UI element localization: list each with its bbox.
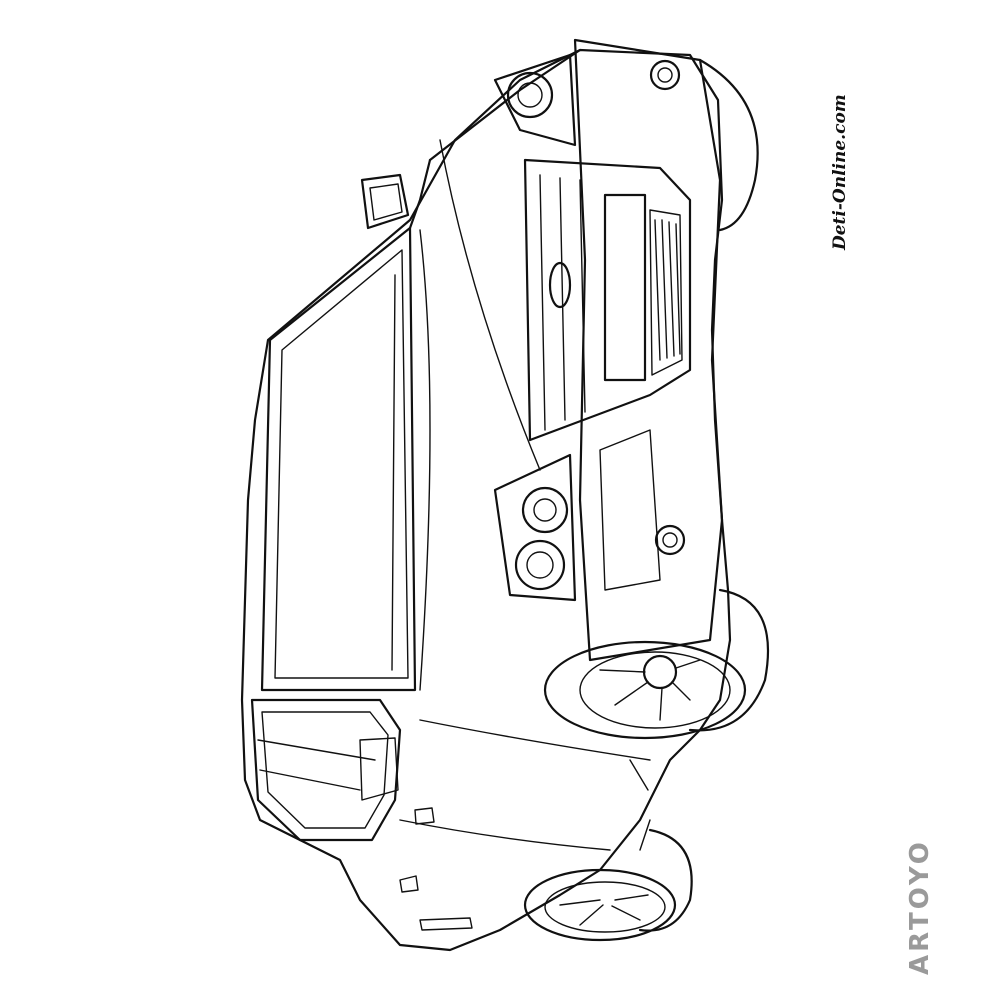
wheel-front-upper: [698, 58, 759, 232]
car-body: [240, 48, 732, 952]
side-mirror: [360, 173, 410, 230]
wheel-front-lower: [543, 588, 770, 740]
headlight-lower: [493, 453, 686, 602]
body-details: [359, 719, 651, 931]
front-bumper: [573, 38, 724, 662]
brand-watermark: ARTOYO: [905, 839, 935, 975]
wheel-rear: [523, 828, 693, 942]
front-grille: [523, 158, 692, 442]
site-watermark: Deti-Online.com: [830, 94, 850, 250]
brand-watermark-text: ARTOYO: [905, 839, 935, 975]
headlight-upper: [493, 53, 681, 147]
